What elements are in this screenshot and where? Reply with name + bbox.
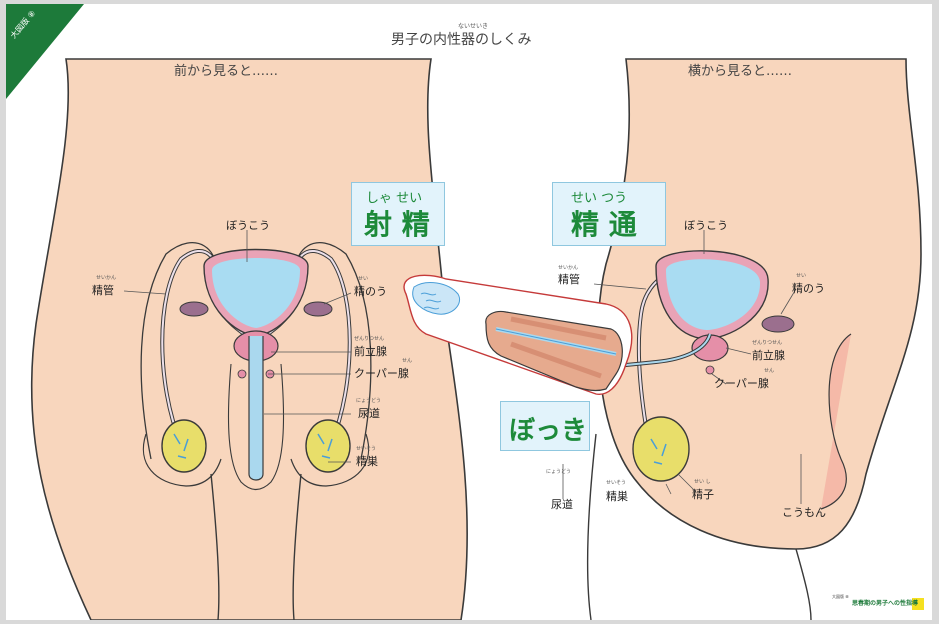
side-label-prostate: 前立腺 <box>752 347 785 363</box>
side-ruby-cowper: せん <box>764 367 774 374</box>
front-label-cowper: クーパー腺 <box>354 365 409 381</box>
side-ruby-urethra: にょうどう <box>546 468 571 475</box>
side-label-testis: 精巣 <box>606 488 628 504</box>
side-label-urethra: 尿道 <box>551 496 573 512</box>
erection-box: ぼっき <box>500 401 590 451</box>
side-label-anus: こうもん <box>782 504 826 520</box>
ejaculation-label: 射 精 <box>364 203 430 243</box>
front-ruby-prostate: ぜんりつせん <box>354 335 384 342</box>
side-label-vas-deferens: 精管 <box>558 271 580 287</box>
front-ruby-testis: せいそう <box>356 445 376 452</box>
anatomy-illustration <box>6 4 932 620</box>
side-label-bladder: ぼうこう <box>684 217 728 233</box>
footer-brand: 思春期の男子への性指導 <box>852 598 918 607</box>
front-label-bladder: ぼうこう <box>226 217 270 233</box>
ejaculation-box: しゃ せい 射 精 <box>351 182 445 246</box>
side-label-sperm: 精子 <box>692 486 714 502</box>
side-ruby-vesicle: せい <box>796 272 806 279</box>
front-ruby-vas: せいかん <box>96 274 116 281</box>
front-label-seminal-vesicle: 精のう <box>354 283 387 299</box>
front-ruby-vesicle: せい <box>358 275 368 282</box>
poster: 大図版 ⑧ 男子の内性器のしくみ ないせいき 男子の内性器のしくみ 前から見ると… <box>6 4 932 620</box>
side-ruby-sperm: せい し <box>694 478 711 485</box>
erection-label: ぼっき <box>509 410 587 447</box>
footer-small-text: 大図版 ⑧ <box>832 594 849 600</box>
front-label-prostate: 前立腺 <box>354 343 387 359</box>
front-label-vas-deferens: 精管 <box>92 282 114 298</box>
side-ruby-testis: せいそう <box>606 479 626 486</box>
front-heading: 前から見ると…… <box>174 60 278 79</box>
front-ruby-urethra: にょうどう <box>356 397 381 404</box>
front-label-testis: 精巣 <box>356 453 378 469</box>
side-ruby-prostate: ぜんりつせん <box>752 339 782 346</box>
first-ejaculation-label: 精 通 <box>571 203 637 243</box>
first-ejaculation-box: せい つう 精 通 <box>552 182 666 246</box>
side-ruby-vas: せいかん <box>558 264 578 271</box>
side-label-cowper: クーパー腺 <box>714 375 769 391</box>
side-label-seminal-vesicle: 精のう <box>792 280 825 296</box>
front-label-urethra: 尿道 <box>358 405 380 421</box>
poster-title: 男子の内性器のしくみ <box>391 29 532 49</box>
front-ruby-cowper: せん <box>402 357 412 364</box>
side-heading: 横から見ると…… <box>688 60 792 79</box>
